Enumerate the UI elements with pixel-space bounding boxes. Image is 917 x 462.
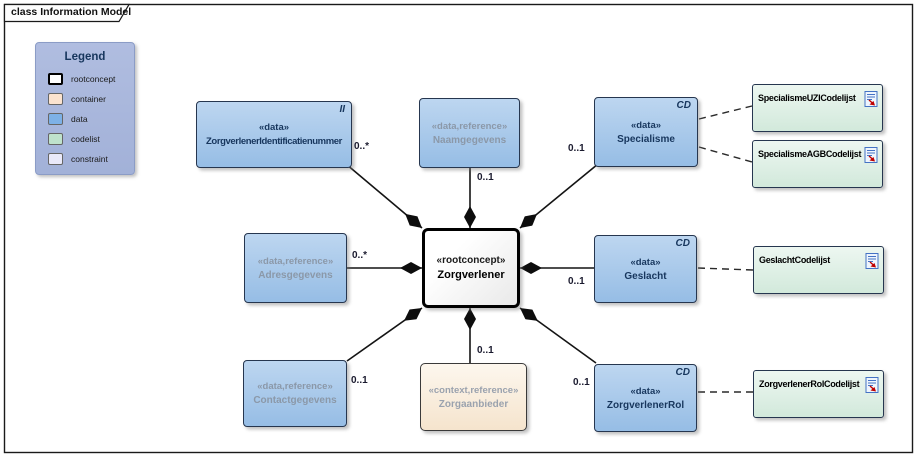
legend-title: Legend bbox=[64, 51, 106, 63]
multiplicity-contactgegevens: 0..1 bbox=[351, 375, 368, 386]
legend-item-data: data bbox=[48, 112, 134, 126]
stereotype: «data» bbox=[630, 119, 662, 131]
stereotype: «data» bbox=[258, 122, 290, 133]
legend-label: rootconcept bbox=[71, 74, 116, 84]
multiplicity-zorgverlenerrol: 0..1 bbox=[573, 377, 590, 388]
node-name: ZorgverlenerRol bbox=[606, 399, 685, 411]
node-name: Specialisme bbox=[617, 133, 675, 145]
node-name: GeslachtCodelijst bbox=[759, 255, 830, 265]
node-name: Contactgegevens bbox=[253, 395, 337, 406]
multiplicity-identificatienummer: 0..* bbox=[354, 141, 370, 152]
datatype-marker: CD bbox=[675, 238, 690, 249]
rootconcept-swatch bbox=[48, 73, 63, 85]
legend-item-rootconcept: rootconcept bbox=[48, 72, 134, 86]
constraint-swatch bbox=[48, 153, 63, 165]
legend-label: data bbox=[71, 114, 88, 124]
multiplicity-specialisme: 0..1 bbox=[568, 143, 585, 154]
node-name: Zorgverlener bbox=[437, 269, 505, 281]
diagram-title: class Information Model bbox=[11, 6, 132, 18]
node-naamgegevens[interactable]: «data,reference» Naamgegevens bbox=[419, 98, 520, 168]
document-icon bbox=[864, 147, 878, 163]
stereotype: «context,reference» bbox=[428, 384, 519, 396]
codelist-swatch bbox=[48, 133, 63, 145]
legend-item-constraint: constraint bbox=[48, 152, 134, 166]
node-geslacht-codelijst[interactable]: GeslachtCodelijst bbox=[753, 246, 884, 294]
node-adresgegevens[interactable]: «data,reference» Adresgegevens bbox=[244, 233, 347, 303]
node-specialisme-agb-codelijst[interactable]: SpecialismeAGBCodelijst bbox=[752, 140, 883, 188]
multiplicity-zorgaanbieder: 0..1 bbox=[477, 345, 494, 356]
document-icon bbox=[864, 91, 878, 107]
codelist-edges bbox=[697, 105, 754, 393]
node-name: ZorgverlenerIdentificatienummer bbox=[206, 136, 342, 147]
node-name: SpecialismeUZICodelijst bbox=[758, 93, 856, 103]
datatype-marker: II bbox=[339, 104, 345, 115]
node-specialisme[interactable]: CD «data» Specialisme bbox=[594, 97, 698, 167]
stereotype: «data,reference» bbox=[431, 120, 508, 132]
multiplicity-adresgegevens: 0..* bbox=[352, 250, 368, 261]
node-contactgegevens[interactable]: «data,reference» Contactgegevens bbox=[243, 360, 347, 427]
node-name: Zorgaanbieder bbox=[438, 398, 509, 410]
node-name: Geslacht bbox=[624, 270, 667, 282]
document-icon bbox=[865, 377, 879, 393]
datatype-marker: CD bbox=[676, 100, 691, 111]
node-geslacht[interactable]: CD «data» Geslacht bbox=[594, 235, 697, 303]
stereotype: «data,reference» bbox=[257, 255, 334, 267]
datatype-marker: CD bbox=[675, 367, 690, 378]
node-name: ZorgverlenerRolCodelijst bbox=[759, 379, 860, 389]
stereotype: «rootconcept» bbox=[436, 255, 506, 266]
container-swatch bbox=[48, 93, 63, 105]
node-specialisme-uzi-codelijst[interactable]: SpecialismeUZICodelijst bbox=[752, 84, 883, 132]
node-zorgverlener-rootconcept[interactable]: «rootconcept» Zorgverlener bbox=[422, 228, 520, 308]
node-zorgverlener-identificatienummer[interactable]: II «data» ZorgverlenerIdentificatienumme… bbox=[196, 101, 352, 168]
data-swatch bbox=[48, 113, 63, 125]
node-zorgverlenerrol-codelijst[interactable]: ZorgverlenerRolCodelijst bbox=[753, 370, 884, 418]
legend: Legend rootconcept container data codeli… bbox=[35, 42, 135, 175]
stereotype: «data,reference» bbox=[257, 381, 333, 392]
node-name: Adresgegevens bbox=[258, 269, 333, 281]
legend-label: container bbox=[71, 94, 106, 104]
multiplicity-naamgegevens: 0..1 bbox=[477, 172, 494, 183]
legend-label: codelist bbox=[71, 134, 100, 144]
legend-label: constraint bbox=[71, 154, 108, 164]
stereotype: «data» bbox=[630, 385, 661, 397]
node-zorgverlenerrol[interactable]: CD «data» ZorgverlenerRol bbox=[594, 364, 697, 432]
node-zorgaanbieder[interactable]: «context,reference» Zorgaanbieder bbox=[420, 363, 527, 431]
node-name: Naamgegevens bbox=[432, 134, 507, 146]
node-name: SpecialismeAGBCodelijst bbox=[758, 149, 862, 159]
legend-item-codelist: codelist bbox=[48, 132, 134, 146]
legend-item-container: container bbox=[48, 92, 134, 106]
multiplicity-geslacht: 0..1 bbox=[568, 276, 585, 287]
stereotype: «data» bbox=[630, 256, 661, 268]
document-icon bbox=[865, 253, 879, 269]
